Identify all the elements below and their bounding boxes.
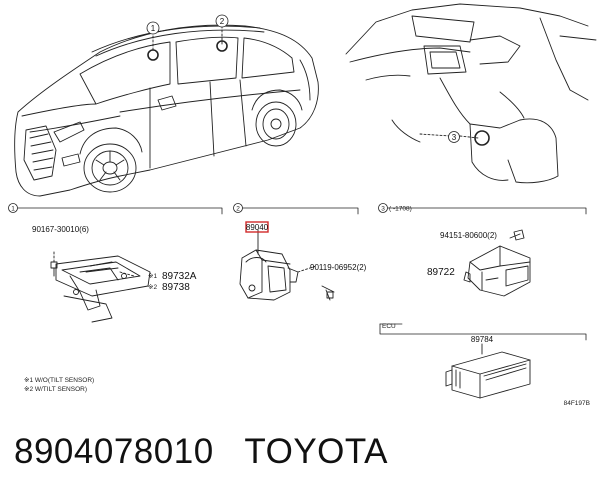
- ecu-title: ECU: [382, 323, 396, 330]
- part-89722: 89722: [427, 267, 455, 278]
- section3-part: [463, 229, 531, 297]
- ecu-part: [445, 343, 531, 399]
- part-89040: 89040: [246, 223, 269, 232]
- svg-text:2: 2: [220, 17, 225, 26]
- section3-header: 3 ( -1708): [378, 203, 412, 213]
- part-89784: 89784: [471, 335, 494, 344]
- section-frames: [17, 207, 587, 341]
- svg-text:3: 3: [452, 133, 457, 142]
- section2-header: 2: [233, 203, 243, 213]
- callout-one: 1: [146, 21, 160, 35]
- note-1: ※1 W/O(TILT SENSOR): [24, 377, 94, 384]
- section1-header: 1: [8, 203, 18, 213]
- callout-three: 3: [448, 131, 460, 143]
- note-mark-1: ※1: [148, 273, 157, 280]
- brand-name: TOYOTA: [244, 432, 389, 471]
- callout-two: 2: [215, 14, 229, 28]
- svg-text:1: 1: [151, 24, 156, 33]
- note-2: ※2 W/TILT SENSOR): [24, 386, 87, 393]
- part-90119: 90119-06952(2): [310, 263, 367, 272]
- svg-text:3: 3: [381, 206, 385, 213]
- vehicle-illustration: [14, 21, 319, 197]
- part-89732a: 89732A: [162, 271, 197, 282]
- section2-part: [239, 229, 335, 301]
- section1-part: [50, 251, 151, 323]
- reference-code: 84F197B: [564, 400, 590, 407]
- part-89738: 89738: [162, 282, 190, 293]
- part-94151: 94151-80600(2): [440, 231, 497, 240]
- footer-caption: 8904078010 TOYOTA: [14, 432, 388, 472]
- svg-text:( -1708): ( -1708): [389, 206, 412, 213]
- svg-text:2: 2: [236, 206, 240, 213]
- svg-text:1: 1: [11, 206, 15, 213]
- part-90167: 90167-30010(6): [32, 225, 89, 234]
- note-mark-2: ※2: [148, 284, 157, 291]
- interior-illustration: [345, 3, 597, 184]
- part-number: 8904078010: [14, 432, 214, 471]
- highlight-box: [245, 221, 269, 233]
